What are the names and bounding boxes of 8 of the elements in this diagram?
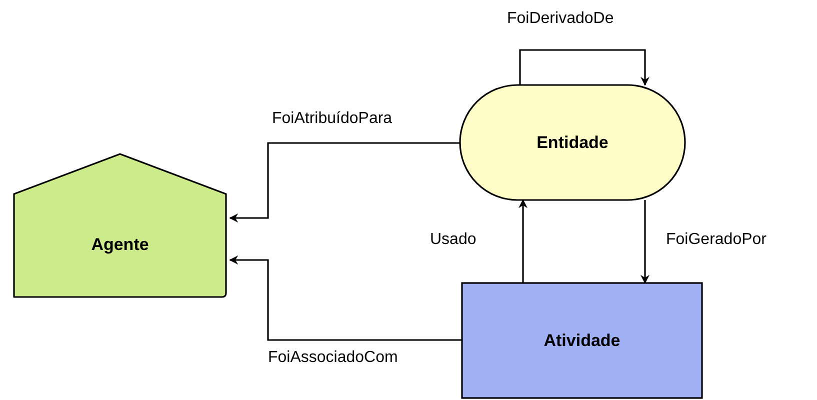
node-label: Agente [91,234,149,254]
arrow [229,142,460,222]
node-label: Atividade [544,330,620,350]
arrow [518,199,528,283]
arrow [229,256,462,341]
arrow [640,200,650,284]
arrow [519,49,650,86]
node-label: Entidade [536,132,608,152]
